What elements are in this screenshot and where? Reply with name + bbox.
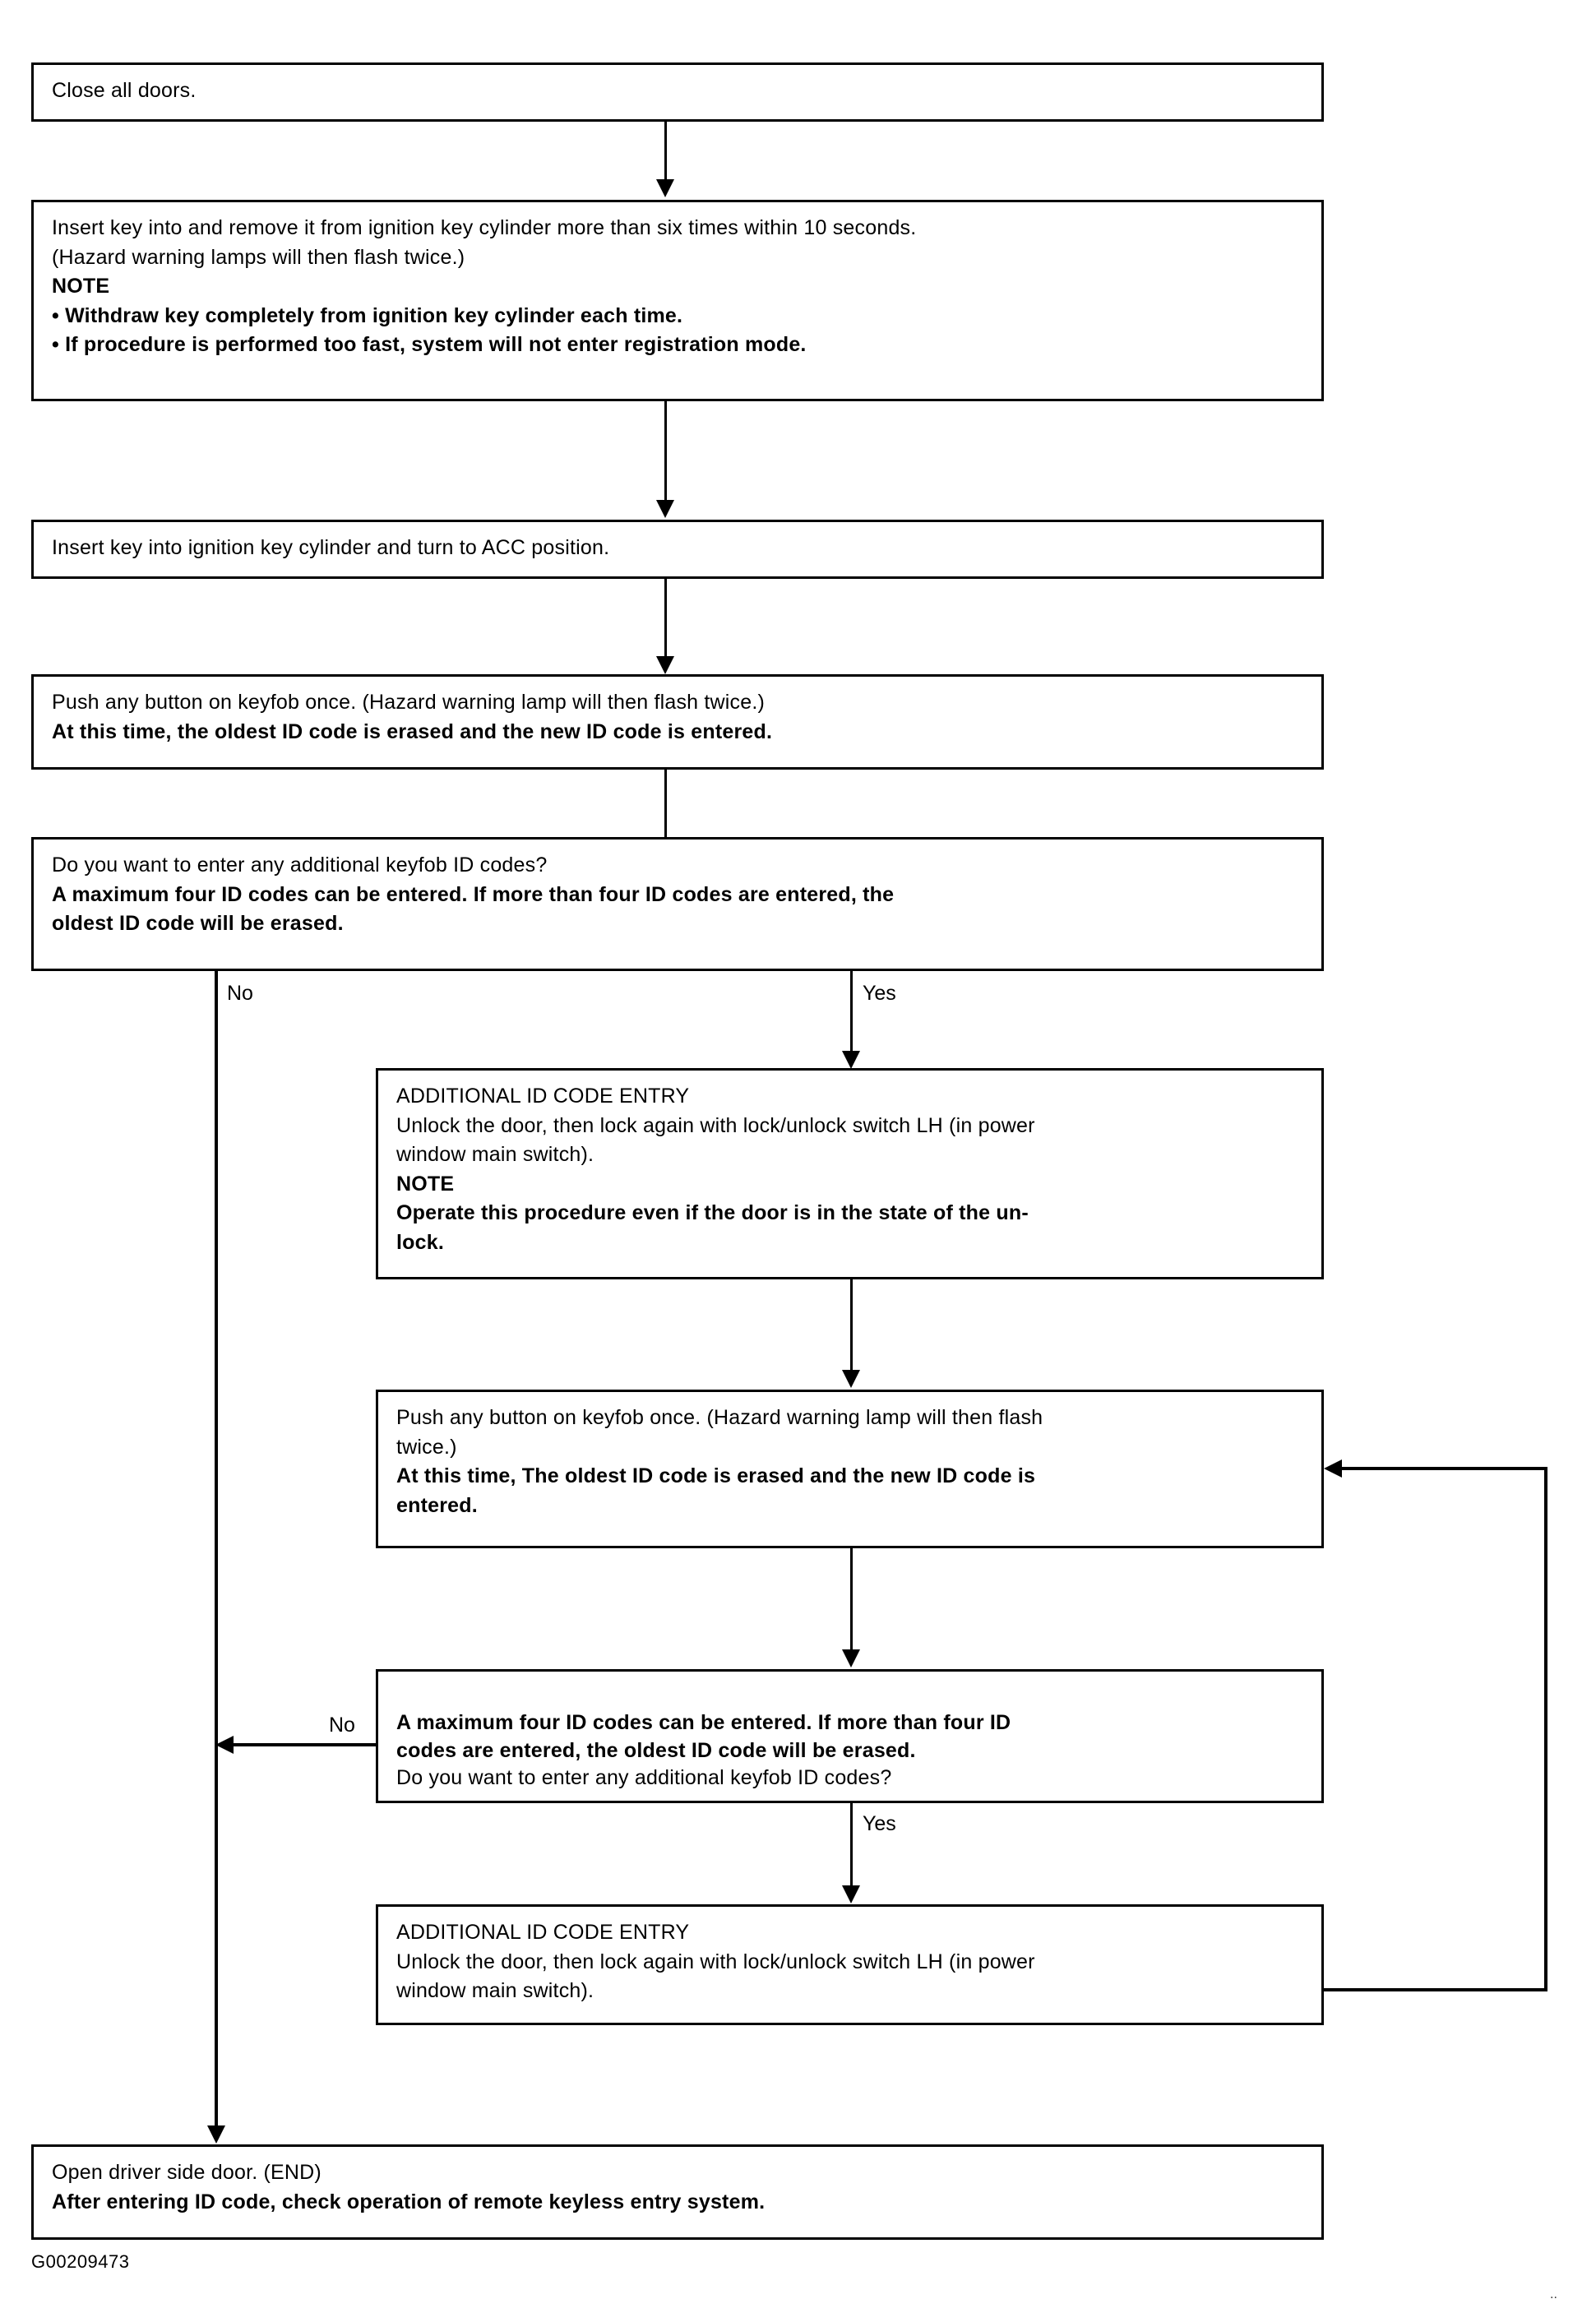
node-insert-remove-key: Insert key into and remove it from ignit…	[31, 200, 1324, 401]
node-additional-entry-1-line-2: window main switch).	[396, 1143, 594, 1166]
node-insert-remove-key-bullet-0: • Withdraw key completely from ignition …	[52, 303, 683, 327]
connector-5	[850, 1279, 853, 1371]
node-additional-entry-2: ADDITIONAL ID CODE ENTRY Unlock the door…	[376, 1904, 1324, 2025]
feedback-loop-bottom	[1324, 1988, 1547, 1991]
node-additional-entry-1: ADDITIONAL ID CODE ENTRY Unlock the door…	[376, 1068, 1324, 1279]
node-additional-entry-1-line-1: Unlock the door, then lock again with lo…	[396, 1113, 1035, 1137]
node-close-doors-line-0: Close all doors.	[52, 79, 197, 102]
node-decision-2-line-0: A maximum four ID codes can be entered. …	[396, 1711, 1011, 1734]
connector-3	[664, 579, 667, 658]
node-push-keyfob-2-line-3: entered.	[396, 1493, 478, 1517]
node-push-keyfob-2-line-2: At this time, The oldest ID code is eras…	[396, 1464, 1036, 1487]
feedback-loop-right	[1544, 1467, 1547, 1991]
node-insert-remove-key-line-0: Insert key into and remove it from ignit…	[52, 216, 917, 239]
node-additional-entry-1-note-heading: NOTE	[396, 1172, 455, 1196]
branch-no-2-arrow	[215, 1736, 234, 1754]
node-insert-remove-key-note-heading: NOTE	[52, 275, 110, 298]
node-additional-entry-1-line-4: Operate this procedure even if the door …	[396, 1201, 1029, 1224]
node-push-keyfob-1-line-1: At this time, the oldest ID code is eras…	[52, 719, 773, 743]
arrow-2	[656, 500, 674, 518]
node-end-line-0: Open driver side door. (END)	[52, 2161, 322, 2184]
feedback-loop-top	[1342, 1467, 1547, 1470]
connector-4	[664, 770, 667, 870]
node-turn-acc-line-0: Insert key into ignition key cylinder an…	[52, 536, 610, 559]
connector-6	[850, 1548, 853, 1651]
node-additional-entry-2-line-1: Unlock the door, then lock again with lo…	[396, 1950, 1035, 1973]
reference-code: G00209473	[31, 2251, 130, 2272]
node-additional-entry-2-line-2: window main switch).	[396, 1979, 594, 2002]
branch-label-yes-2: Yes	[863, 1812, 896, 1835]
node-push-keyfob-1: Push any button on keyfob once. (Hazard …	[31, 674, 1324, 770]
node-insert-remove-key-bullet-1: • If procedure is performed too fast, sy…	[52, 333, 807, 356]
node-push-keyfob-2: Push any button on keyfob once. (Hazard …	[376, 1390, 1324, 1548]
branch-no-2-line	[232, 1743, 378, 1746]
node-push-keyfob-2-line-0: Push any button on keyfob once. (Hazard …	[396, 1406, 1043, 1429]
node-additional-entry-1-line-0: ADDITIONAL ID CODE ENTRY	[396, 1085, 690, 1108]
node-decision-1-line-1: A maximum four ID codes can be entered. …	[52, 882, 895, 906]
node-decision-1: Do you want to enter any additional keyf…	[31, 837, 1324, 971]
arrow-3	[656, 656, 674, 674]
feedback-loop-arrow	[1324, 1459, 1342, 1478]
node-decision-1-line-0: Do you want to enter any additional keyf…	[52, 853, 548, 877]
connector-2	[664, 401, 667, 502]
corner-mark: ..	[1550, 2287, 1557, 2301]
node-decision-1-line-2: oldest ID code will be erased.	[52, 912, 344, 935]
node-decision-2-line-1: codes are entered, the oldest ID code wi…	[396, 1738, 916, 1762]
node-end-line-1: After entering ID code, check operation …	[52, 2190, 766, 2213]
node-additional-entry-2-line-0: ADDITIONAL ID CODE ENTRY	[396, 1921, 690, 1944]
branch-label-no-1: No	[227, 982, 253, 1005]
branch-label-yes-1: Yes	[863, 982, 896, 1005]
branch-no-1-rail	[215, 971, 218, 2132]
node-close-doors: Close all doors.	[31, 62, 1324, 122]
branch-yes-2-line	[850, 1803, 853, 1888]
branch-no-1-arrow	[207, 2125, 225, 2144]
branch-yes-1-arrow	[842, 1051, 860, 1069]
node-decision-2: A maximum four ID codes can be entered. …	[376, 1669, 1324, 1803]
branch-yes-1-line	[850, 971, 853, 1053]
arrow-5	[842, 1370, 860, 1388]
node-turn-acc: Insert key into ignition key cylinder an…	[31, 520, 1324, 579]
connector-1	[664, 122, 667, 181]
node-additional-entry-1-line-5: lock.	[396, 1230, 444, 1254]
branch-label-no-2: No	[329, 1714, 355, 1737]
node-push-keyfob-2-line-1: twice.)	[396, 1435, 457, 1459]
branch-yes-2-arrow	[842, 1885, 860, 1903]
node-end: Open driver side door. (END) After enter…	[31, 2144, 1324, 2240]
node-insert-remove-key-line-1: (Hazard warning lamps will then flash tw…	[52, 245, 465, 269]
arrow-6	[842, 1649, 860, 1667]
arrow-1	[656, 179, 674, 197]
node-push-keyfob-1-line-0: Push any button on keyfob once. (Hazard …	[52, 691, 766, 714]
node-decision-2-line-2: Do you want to enter any additional keyf…	[396, 1766, 892, 1789]
